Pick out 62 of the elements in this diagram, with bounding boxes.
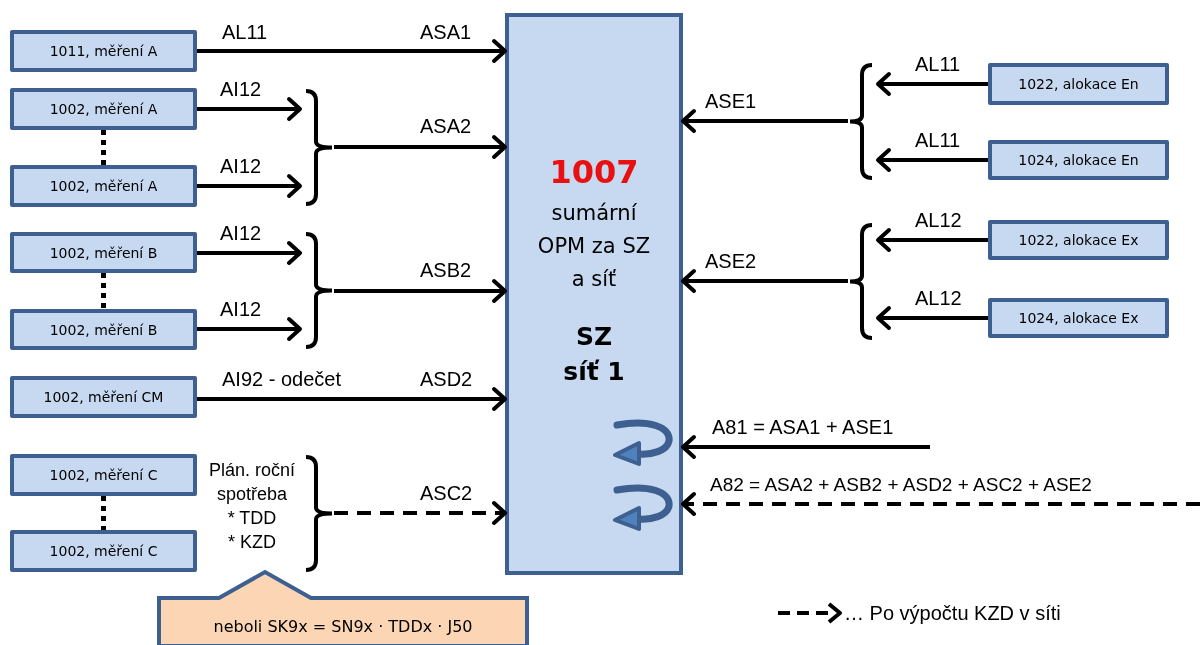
arrow <box>197 241 302 265</box>
block-subtitle: SZ <box>574 321 614 353</box>
process-box: 1022, alokace Ex <box>988 220 1169 260</box>
block-title: sumární OPM za SZ a síť <box>536 200 652 293</box>
signal-name: ASA1 <box>420 21 472 44</box>
legend-text: … Po výpočtu KZD v síti <box>844 601 1061 626</box>
bracket-note: Plán. roční spotřeba <box>207 459 296 506</box>
process-block <box>505 13 683 575</box>
edge-label: AL11 <box>222 21 268 44</box>
process-box: 1002, měření A <box>10 165 197 207</box>
process-box: 1002, měření A <box>10 88 197 130</box>
edge-label: ASA2 <box>420 115 472 138</box>
edge-label: AI12 <box>220 155 262 178</box>
edge-label: ASE2 <box>705 250 757 273</box>
process-box: 1024, alokace Ex <box>988 298 1169 338</box>
process-box: 1022, alokace En <box>988 63 1169 105</box>
arrow <box>681 492 1200 516</box>
bracket-note: * TDD <box>226 507 278 530</box>
arrow <box>876 72 988 96</box>
dotted-connector <box>101 496 106 530</box>
arrow <box>197 39 507 63</box>
arrow <box>681 435 930 459</box>
arrow <box>197 317 302 341</box>
edge-label: A81 = ASA1 + ASE1 <box>712 416 894 439</box>
signal-name: ASD2 <box>420 368 473 391</box>
arrow <box>197 97 302 121</box>
edge-label: ASB2 <box>420 259 472 282</box>
arrow <box>876 148 988 172</box>
arrow <box>197 387 507 411</box>
arrow <box>334 135 507 159</box>
process-box: 1002, měření B <box>10 309 197 350</box>
block-subtitle: síť 1 <box>562 356 626 388</box>
arrow <box>681 269 848 293</box>
edge-label: AL12 <box>915 287 962 310</box>
process-box: 1011, měření A <box>10 30 197 72</box>
arrow <box>197 174 302 198</box>
edge-label: AL11 <box>915 129 961 152</box>
edge-label: A82 = ASA2 + ASB2 + ASD2 + ASC2 + ASE2 <box>710 473 1092 496</box>
block-number: 1007 <box>548 152 640 193</box>
process-box: 1024, alokace En <box>988 140 1169 180</box>
edge-label: AI12 <box>220 78 262 101</box>
callout-box <box>157 570 529 645</box>
arrow <box>876 228 988 252</box>
bracket-note: * KZD <box>227 531 277 554</box>
process-box: 1002, měření CM <box>10 376 197 418</box>
edge-label: ASC2 <box>420 482 473 505</box>
dotted-connector <box>101 273 106 309</box>
arrow <box>334 501 507 525</box>
edge-label: AL12 <box>915 209 962 232</box>
arrow <box>334 279 507 303</box>
process-box: 1002, měření C <box>10 454 197 496</box>
arrow <box>876 306 988 330</box>
dotted-connector <box>101 130 106 165</box>
edge-label: AI12 <box>220 222 262 245</box>
edge-label: AI12 <box>220 298 262 321</box>
edge-label: AL11 <box>915 53 961 76</box>
edge-label: ASE1 <box>705 90 757 113</box>
edge-label: AI92 - odečet <box>222 368 341 391</box>
formula-text: neboli SK9x = SN9x · TDDx · J50 <box>212 617 474 636</box>
process-box: 1002, měření B <box>10 232 197 273</box>
process-box: 1002, měření C <box>10 530 197 572</box>
arrow <box>681 109 848 133</box>
